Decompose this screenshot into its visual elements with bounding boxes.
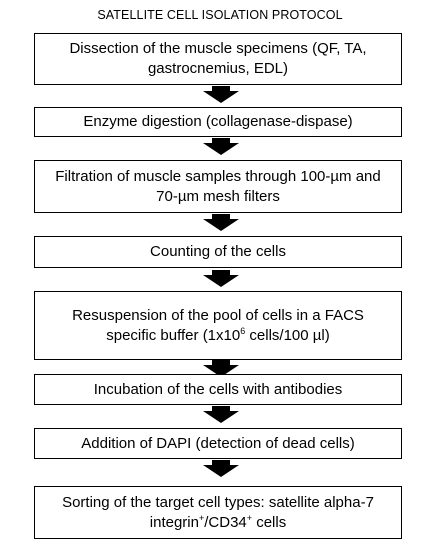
step-dapi-label: Addition of DAPI (detection of dead cell… bbox=[81, 434, 355, 452]
protocol-title: SATELLITE CELL ISOLATION PROTOCOL bbox=[97, 8, 343, 22]
step-sorting: Sorting of the target cell types: satell… bbox=[34, 486, 402, 539]
flow-arrow bbox=[203, 138, 239, 156]
step-incubation: Incubation of the cells with antibodies bbox=[34, 374, 402, 405]
step-dissection-line1: Dissection of the muscle specimens (QF, … bbox=[69, 40, 367, 57]
step-resuspension-line2: specific buffer (1x106 cells/100 µl) bbox=[106, 325, 330, 344]
step-enzyme-digestion-label: Enzyme digestion (collagenase-dispase) bbox=[83, 113, 353, 130]
step-filtration-line2: 70-µm mesh filters bbox=[156, 187, 280, 205]
step-counting-label: Counting of the cells bbox=[150, 243, 286, 260]
flow-arrow bbox=[203, 406, 239, 424]
step-incubation-label: Incubation of the cells with antibodies bbox=[93, 380, 343, 398]
step-sorting-line2: integrin+/CD34+ cells bbox=[149, 512, 287, 531]
flow-arrow bbox=[203, 460, 239, 478]
step-enzyme-digestion: Enzyme digestion (collagenase-dispase) bbox=[34, 107, 402, 137]
step-dissection: Dissection of the muscle specimens (QF, … bbox=[34, 33, 402, 85]
flow-arrow bbox=[203, 86, 239, 104]
step-resuspension-line1: Resuspension of the pool of cells in a F… bbox=[72, 306, 364, 324]
step-dapi: Addition of DAPI (detection of dead cell… bbox=[34, 428, 402, 459]
step-filtration: Filtration of muscle samples through 100… bbox=[34, 160, 402, 213]
step-counting: Counting of the cells bbox=[34, 236, 402, 268]
step-dissection-line2: gastrocnemius, EDL) bbox=[147, 60, 289, 77]
step-filtration-line1: Filtration of muscle samples through 100… bbox=[55, 167, 381, 185]
flow-arrow bbox=[203, 214, 239, 232]
step-sorting-line1: Sorting of the target cell types: satell… bbox=[62, 493, 374, 511]
flow-arrow bbox=[203, 270, 239, 288]
step-resuspension: Resuspension of the pool of cells in a F… bbox=[34, 291, 402, 360]
